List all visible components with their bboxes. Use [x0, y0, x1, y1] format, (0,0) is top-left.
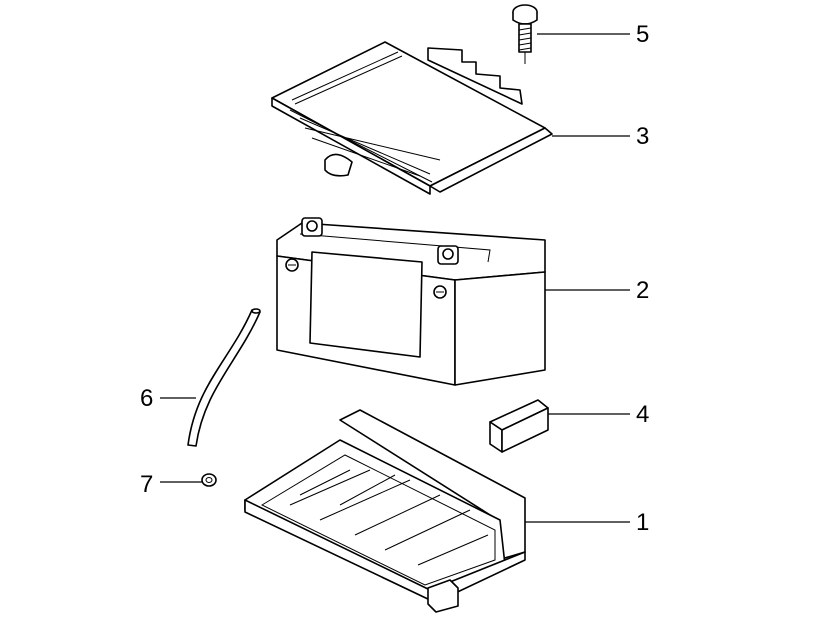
- battery: [276, 217, 546, 386]
- breather-tube: [187, 308, 261, 447]
- callout-5: 5: [636, 21, 649, 48]
- callout-4: 4: [636, 401, 649, 428]
- rubber-pad: [489, 399, 549, 453]
- screw: [512, 4, 538, 64]
- callout-7: 7: [140, 471, 153, 498]
- battery-label-panel: [309, 251, 423, 358]
- battery-tray: [244, 409, 526, 613]
- battery-cover: [271, 41, 553, 195]
- callout-1: 1: [636, 509, 649, 536]
- callout-6: 6: [140, 385, 153, 412]
- tray-latch: [427, 579, 459, 613]
- callout-3: 3: [636, 123, 649, 150]
- callouts: 5 3 2 4 1 6 7: [140, 21, 649, 536]
- tube-clip: [201, 473, 217, 487]
- leader-lines: [160, 33, 630, 523]
- callout-2: 2: [636, 277, 649, 304]
